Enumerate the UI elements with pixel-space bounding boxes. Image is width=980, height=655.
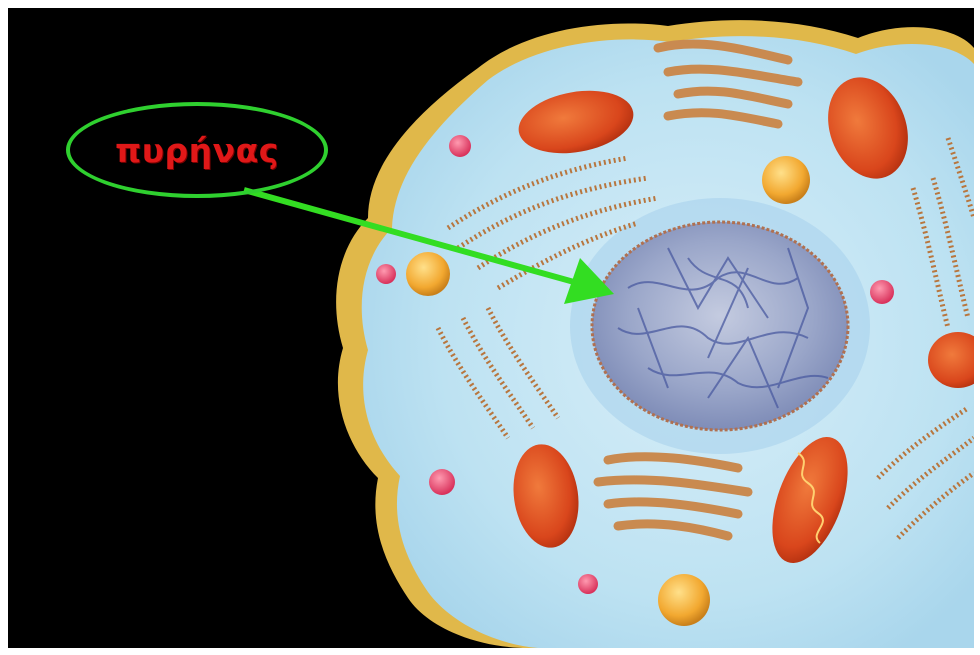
lysosome (429, 469, 455, 495)
lysosome (578, 574, 598, 594)
lysosome (449, 135, 471, 157)
nucleus-label-ellipse: πυρήνας (66, 102, 328, 198)
nucleus (592, 222, 848, 430)
lysosome (376, 264, 396, 284)
vesicle (658, 574, 710, 626)
cell-illustration: πυρήνας (8, 8, 974, 648)
lysosome (870, 280, 894, 304)
nucleus-label: πυρήνας (115, 131, 279, 170)
vesicle (762, 156, 810, 204)
vesicle (406, 252, 450, 296)
